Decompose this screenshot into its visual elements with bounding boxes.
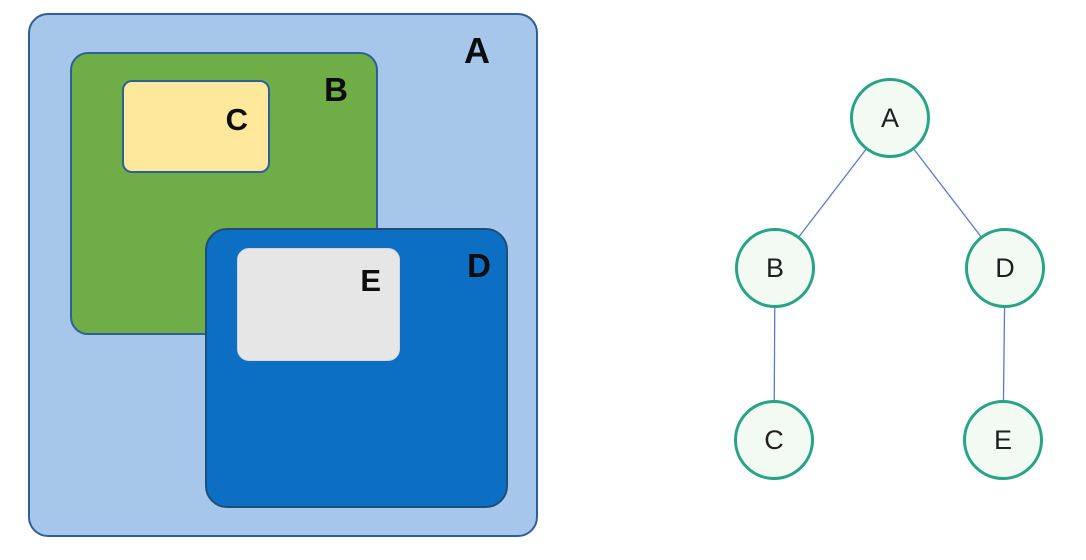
- tree-node-b: B: [735, 228, 815, 308]
- set-box-d-label: D: [467, 247, 491, 284]
- tree-node-e: E: [963, 400, 1043, 480]
- tree-node-e-label: E: [993, 424, 1012, 455]
- set-box-a-label: A: [464, 30, 490, 71]
- set-box-e-label: E: [360, 263, 381, 298]
- tree-node-c-label: C: [764, 424, 784, 455]
- tree-node-d-label: D: [995, 252, 1015, 283]
- tree-node-d: D: [965, 228, 1045, 308]
- tree-node-c: C: [734, 400, 814, 480]
- set-box-b-label: B: [324, 71, 348, 108]
- set-box-c-label: C: [225, 102, 248, 137]
- tree-node-a-label: A: [880, 102, 899, 133]
- set-box-c: C: [122, 80, 270, 173]
- tree-node-a: A: [850, 78, 930, 158]
- set-box-e: E: [237, 248, 400, 361]
- tree-node-b-label: B: [765, 252, 784, 283]
